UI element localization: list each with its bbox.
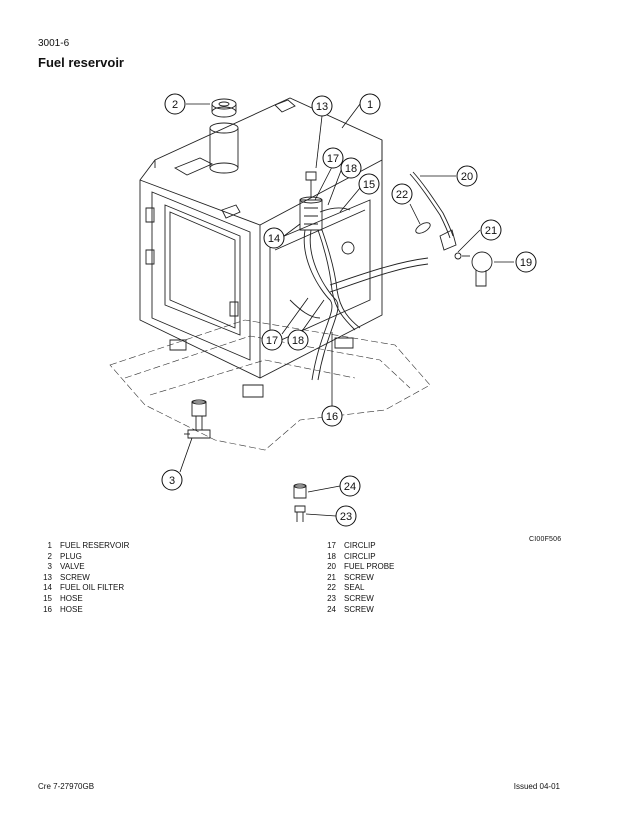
callout-21: 21 <box>480 219 502 241</box>
callout-20: 20 <box>456 165 478 187</box>
callout-label: 15 <box>363 179 375 191</box>
parts-list-row: 24 SCREW <box>318 605 394 616</box>
callout-14: 14 <box>263 227 285 249</box>
callout-19: 19 <box>515 251 537 273</box>
part-number: 2 <box>47 551 52 561</box>
callout-label: 17 <box>266 335 278 347</box>
callout-label: 16 <box>326 411 338 423</box>
parts-list-row: 17 CIRCLIP <box>318 541 394 552</box>
callout-3: 3 <box>161 469 183 491</box>
part-name: CIRCLIP <box>344 551 376 561</box>
callout-22: 22 <box>391 183 413 205</box>
part-name: PLUG <box>60 551 82 561</box>
callout-label: 14 <box>268 233 280 245</box>
callout-label: 13 <box>316 101 328 113</box>
footer-doc-code: Cre 7-27970GB <box>38 782 95 791</box>
part-number: 3 <box>47 562 52 572</box>
callout-13: 13 <box>311 95 333 117</box>
callout-15: 15 <box>358 173 380 195</box>
part-name: HOSE <box>60 604 83 614</box>
part-number: 20 <box>327 562 336 572</box>
parts-list-row: 22 SEAL <box>318 583 394 594</box>
callout-23: 23 <box>335 505 357 527</box>
footer-issued: Issued 04-01 <box>513 782 560 791</box>
callout-1: 1 <box>359 93 381 115</box>
fuel-reservoir-diagram: 2 13 1 17 18 15 20 22 14 21 19 17 18 16 3 24 23 <box>109 93 537 527</box>
page-code: 3001-6 <box>38 38 70 49</box>
parts-list-row: 14 FUEL OIL FILTER <box>34 583 129 594</box>
leader-lines <box>179 103 514 517</box>
parts-list-row: 1 FUEL RESERVOIR <box>34 541 130 552</box>
part-number: 18 <box>327 551 336 561</box>
floor-plate <box>109 319 431 451</box>
callout-label: 3 <box>169 475 175 487</box>
callout-label: 21 <box>485 225 497 237</box>
parts-list-row: 2 PLUG <box>34 552 129 563</box>
part-name: VALVE <box>60 562 85 572</box>
callout-label: 2 <box>172 99 178 111</box>
probe-cap <box>454 251 493 287</box>
part-name: SCREW <box>344 604 374 614</box>
page-title: Fuel reservoir <box>38 55 124 70</box>
callout-17: 17 <box>261 329 283 351</box>
part-number: 23 <box>327 593 336 603</box>
callout-18: 18 <box>287 329 309 351</box>
callouts: 2 13 1 17 18 15 20 22 14 21 19 17 18 16 3 24 23 <box>161 93 537 527</box>
part-name: FUEL OIL FILTER <box>60 583 125 593</box>
figure-code: CI00F506 <box>529 536 562 543</box>
callout-label: 22 <box>396 189 408 201</box>
parts-list-row: 18 CIRCLIP <box>318 552 394 563</box>
part-number: 14 <box>43 583 52 593</box>
parts-list-row: 15 HOSE <box>34 594 129 605</box>
parts-list-row: 20 FUEL PROBE <box>318 562 394 573</box>
callout-17: 17 <box>322 147 344 169</box>
parts-list-row: 23 SCREW <box>318 594 394 605</box>
callout-label: 18 <box>345 163 357 175</box>
part-name: FUEL PROBE <box>344 562 395 572</box>
hoses <box>289 207 429 381</box>
callout-label: 20 <box>461 171 473 183</box>
fuel-probe <box>409 171 457 251</box>
filler-neck <box>209 98 239 174</box>
part-number: 22 <box>327 583 336 593</box>
part-name: FUEL RESERVOIR <box>60 541 130 550</box>
part-name: SCREW <box>344 593 374 603</box>
part-name: HOSE <box>60 593 83 603</box>
callout-label: 1 <box>367 99 373 111</box>
screw-24-part <box>293 483 307 499</box>
drain-valve <box>184 399 211 439</box>
part-name: SCREW <box>344 572 374 582</box>
callout-label: 19 <box>520 257 532 269</box>
screw-23-part <box>294 505 306 522</box>
callout-16: 16 <box>321 405 343 427</box>
parts-list-row: 3 VALVE <box>34 562 129 573</box>
part-number: 15 <box>43 593 52 603</box>
part-number: 13 <box>43 572 52 582</box>
parts-list-left: 1 FUEL RESERVOIR 2 PLUG 3 VALVE 13 SCREW 14 FUEL … <box>34 541 129 615</box>
part-name: CIRCLIP <box>344 541 376 550</box>
callout-label: 18 <box>292 335 304 347</box>
parts-list-row: 21 SCREW <box>318 573 394 584</box>
part-number: 21 <box>327 572 336 582</box>
callout-2: 2 <box>164 93 186 115</box>
part-number: 17 <box>327 541 336 550</box>
callout-18: 18 <box>340 157 362 179</box>
part-name: SEAL <box>344 583 365 593</box>
callout-label: 23 <box>340 511 352 523</box>
parts-list-row: 13 SCREW <box>34 573 129 584</box>
callout-label: 17 <box>327 153 339 165</box>
parts-list-row: 16 HOSE <box>34 605 129 616</box>
part-number: 24 <box>327 604 336 614</box>
tank-body <box>139 97 383 379</box>
part-number: 16 <box>43 604 52 614</box>
part-name: SCREW <box>60 572 90 582</box>
part-number: 1 <box>47 541 52 550</box>
callout-label: 24 <box>344 481 356 493</box>
callout-24: 24 <box>339 475 361 497</box>
